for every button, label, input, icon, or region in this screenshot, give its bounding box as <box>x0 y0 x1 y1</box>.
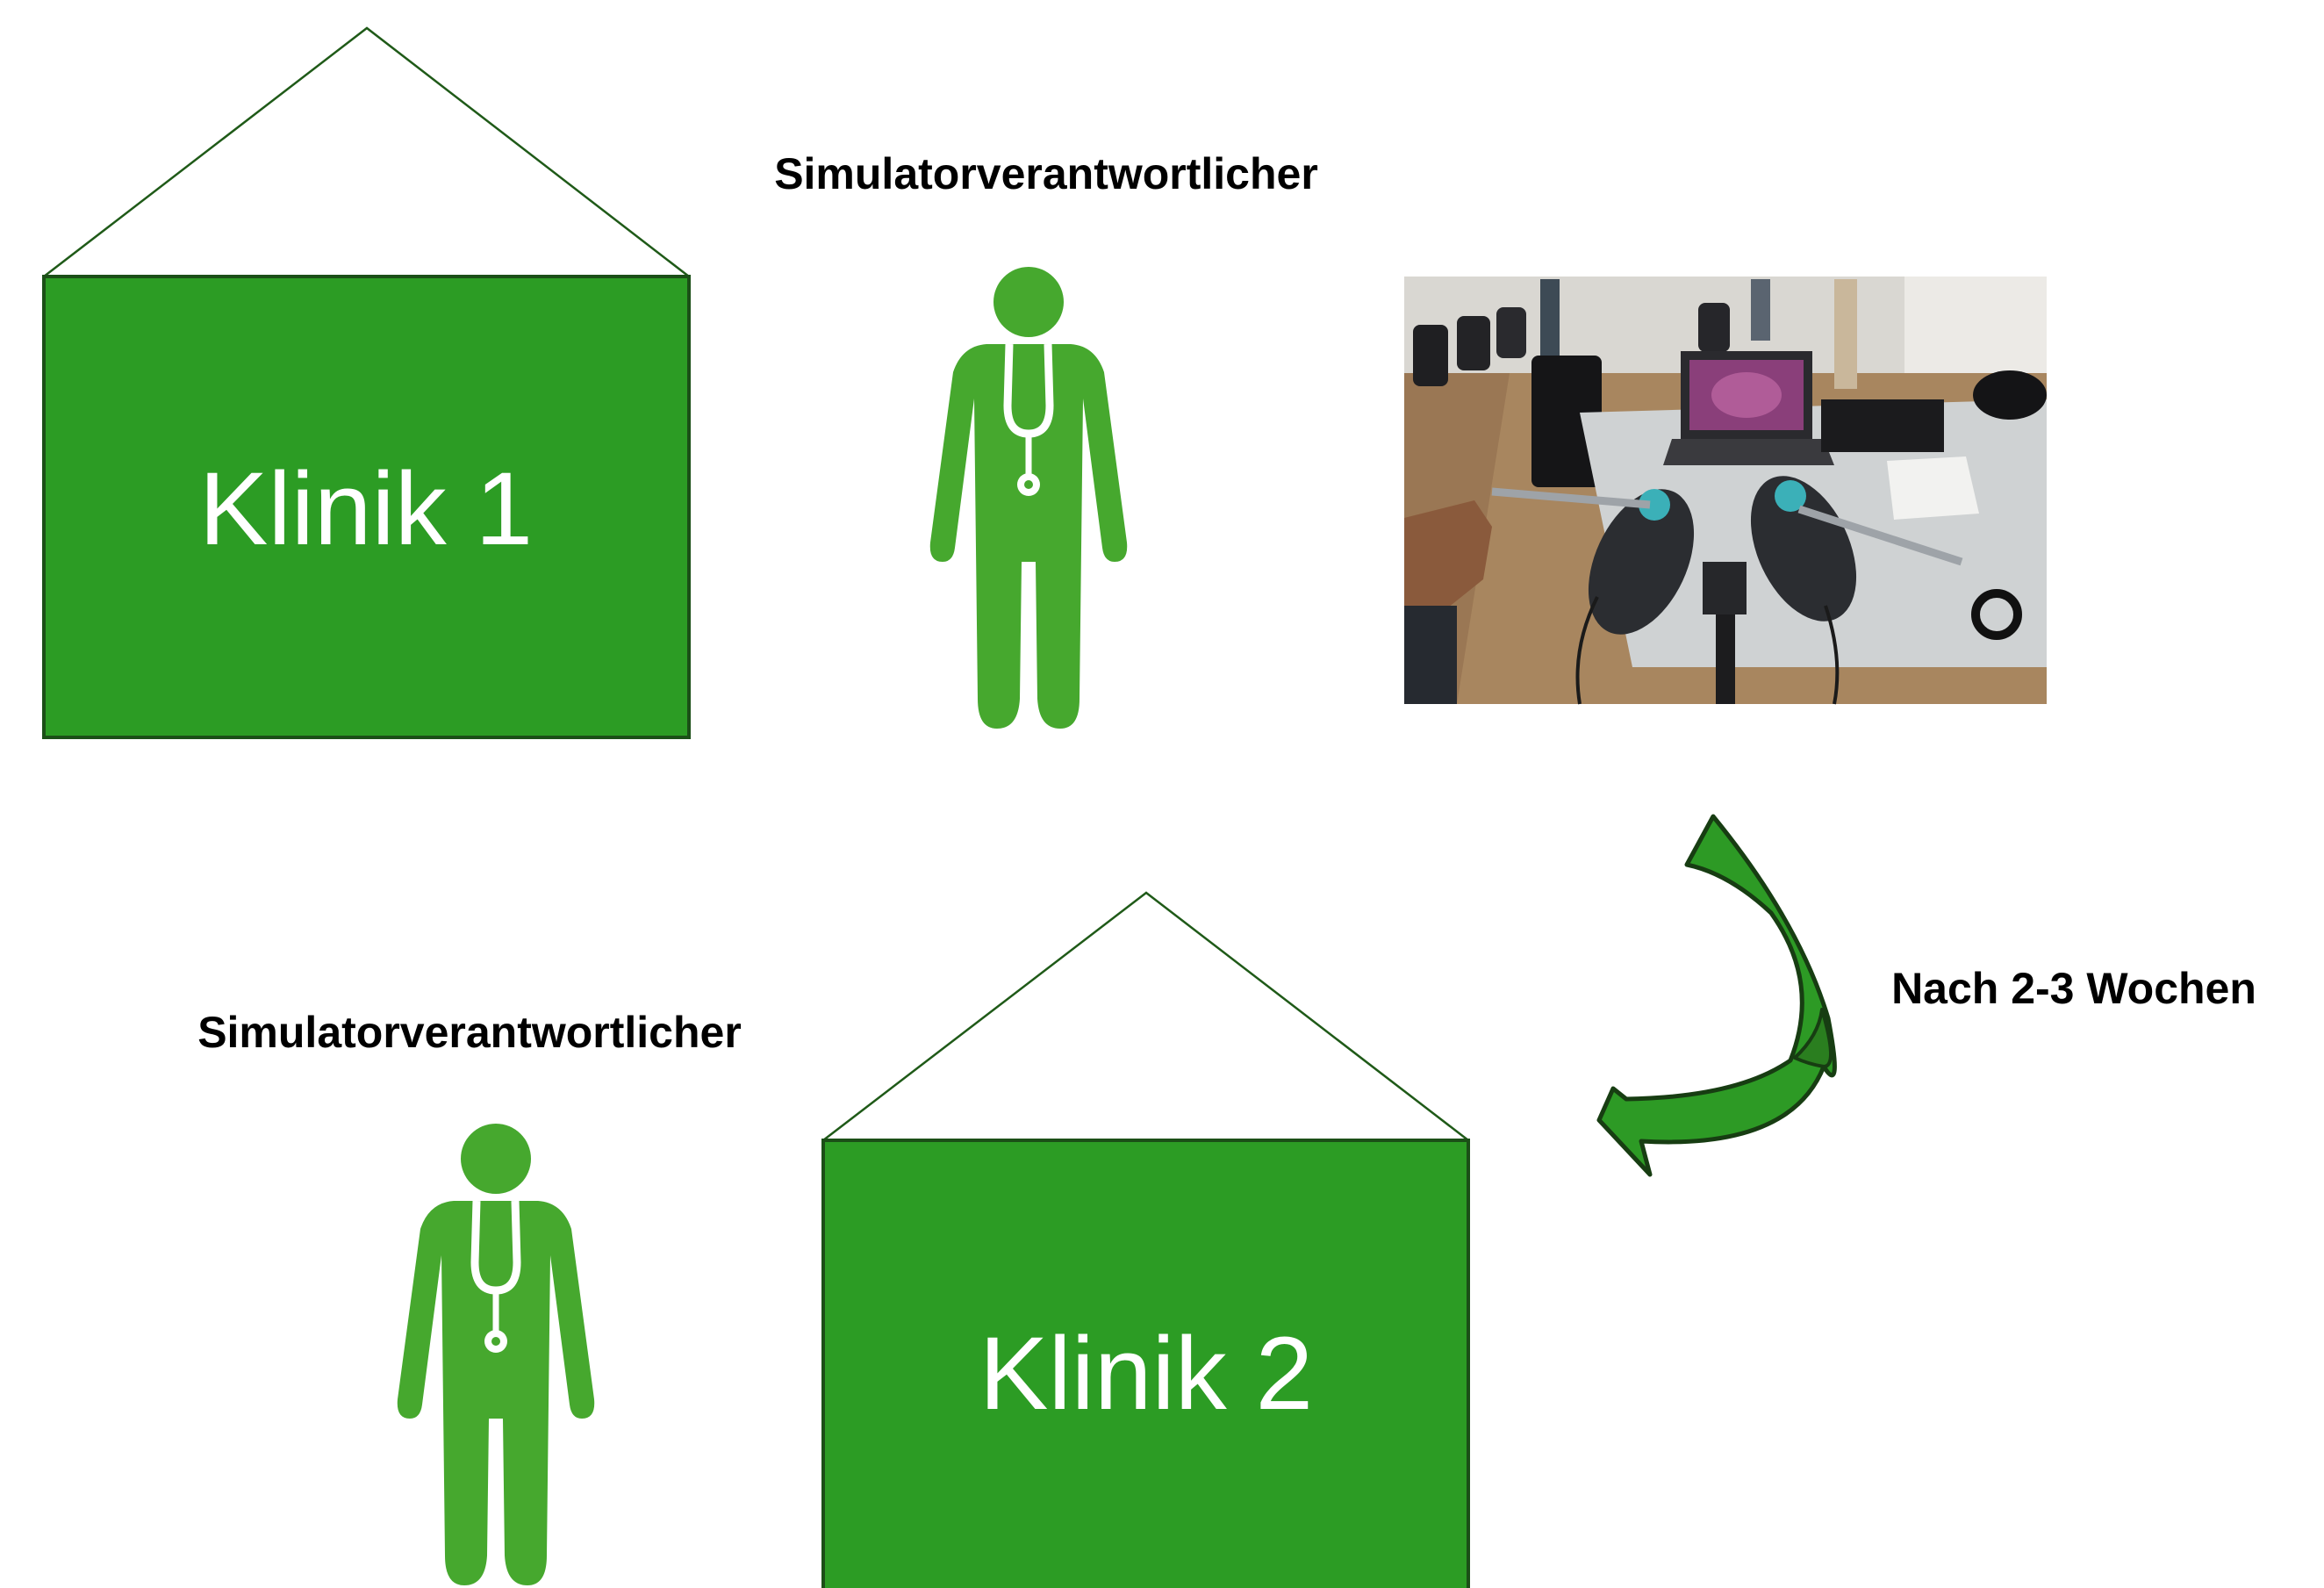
role-1-label: Simulatorverantwortlicher <box>774 149 1318 198</box>
clinic-2-house: Klinik 2 <box>821 891 1470 1588</box>
doctor-stethoscope-icon <box>930 267 1127 729</box>
transfer-label: Nach 2-3 Wochen <box>1891 964 2256 1013</box>
simulator-photo <box>1404 277 2047 705</box>
clinic-1-label: Klinik 1 <box>199 451 533 567</box>
clinic-2-roof <box>822 891 1469 1141</box>
clinic-2-label: Klinik 2 <box>979 1316 1313 1432</box>
clinic-1-roof <box>43 26 690 277</box>
doctor-stethoscope-icon <box>398 1124 594 1585</box>
clinic-1-house: Klinik 1 <box>42 26 691 739</box>
clinic-1-body <box>42 275 691 739</box>
curved-arrow-icon <box>1596 814 1837 1177</box>
role-2-label: Simulatorverantwortlicher <box>197 1008 742 1057</box>
clinic-2-body <box>821 1139 1470 1588</box>
